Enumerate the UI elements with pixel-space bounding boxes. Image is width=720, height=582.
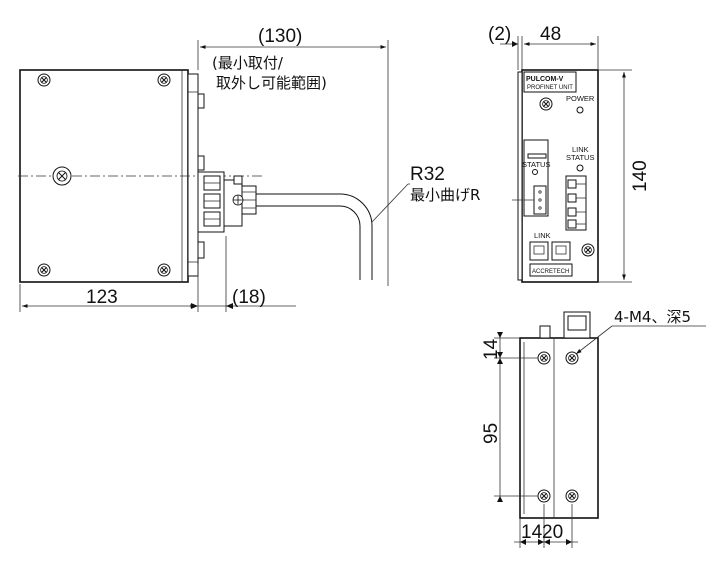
dim-front-gap: (2) <box>488 24 511 45</box>
link-port-1 <box>529 241 549 261</box>
mount-hole-icon <box>565 489 579 503</box>
dim-front-height: 140 <box>630 160 651 192</box>
link-port-2 <box>551 241 571 261</box>
dim-back-pitch: 95 <box>481 423 502 444</box>
dim-side-connector: (18) <box>232 287 266 308</box>
side-cable <box>256 193 373 280</box>
front-power-label: POWER <box>566 94 595 103</box>
side-view: 123 (18) (130) (最小取付/ 取外し可能範囲) R32 最小曲げR <box>18 26 480 312</box>
side-screw-icon <box>37 73 51 87</box>
dim-side-width: 123 <box>86 287 118 308</box>
back-view: 14 95 14 20 4-M4、深5 <box>481 308 706 548</box>
back-body <box>519 337 599 519</box>
front-brand-bottom: ACCRETECH <box>532 269 569 275</box>
install-note-line2: 取外し可能範囲) <box>216 74 327 92</box>
side-screw-icon <box>157 73 171 87</box>
dim-back-top: 14 <box>481 338 502 360</box>
front-screw-icon <box>581 243 595 257</box>
front-view: PULCOM-V PROFINET UNIT POWER LINK STATUS… <box>488 24 651 283</box>
hole-note: 4-M4、深5 <box>614 308 691 326</box>
bend-radius-note: 最小曲げR <box>410 186 480 204</box>
mount-hole-icon <box>537 489 551 503</box>
side-screw-icon <box>157 263 171 277</box>
dim-front-width: 48 <box>540 24 561 45</box>
front-brand-top: PULCOM-V <box>526 76 564 83</box>
front-model-label: PROFINET UNIT <box>527 85 573 91</box>
dim-install-range: (130) <box>258 26 302 47</box>
install-note-line1: (最小取付/ <box>212 54 284 72</box>
mount-hole-icon <box>537 351 551 365</box>
front-link-label: LINK <box>534 231 551 240</box>
side-screw-icon <box>37 263 51 277</box>
dim-back-bottom-2: 20 <box>542 522 563 543</box>
front-link-status-label-2: STATUS <box>566 153 594 162</box>
side-center-screw-icon <box>52 166 72 186</box>
dim-back-bottom-1: 14 <box>521 522 543 543</box>
front-status-label: STATUS <box>522 160 550 169</box>
side-connector <box>197 171 257 233</box>
front-link-status-label: LINK <box>572 145 589 154</box>
front-screw-icon <box>539 97 553 111</box>
bend-radius-label: R32 <box>410 164 445 185</box>
